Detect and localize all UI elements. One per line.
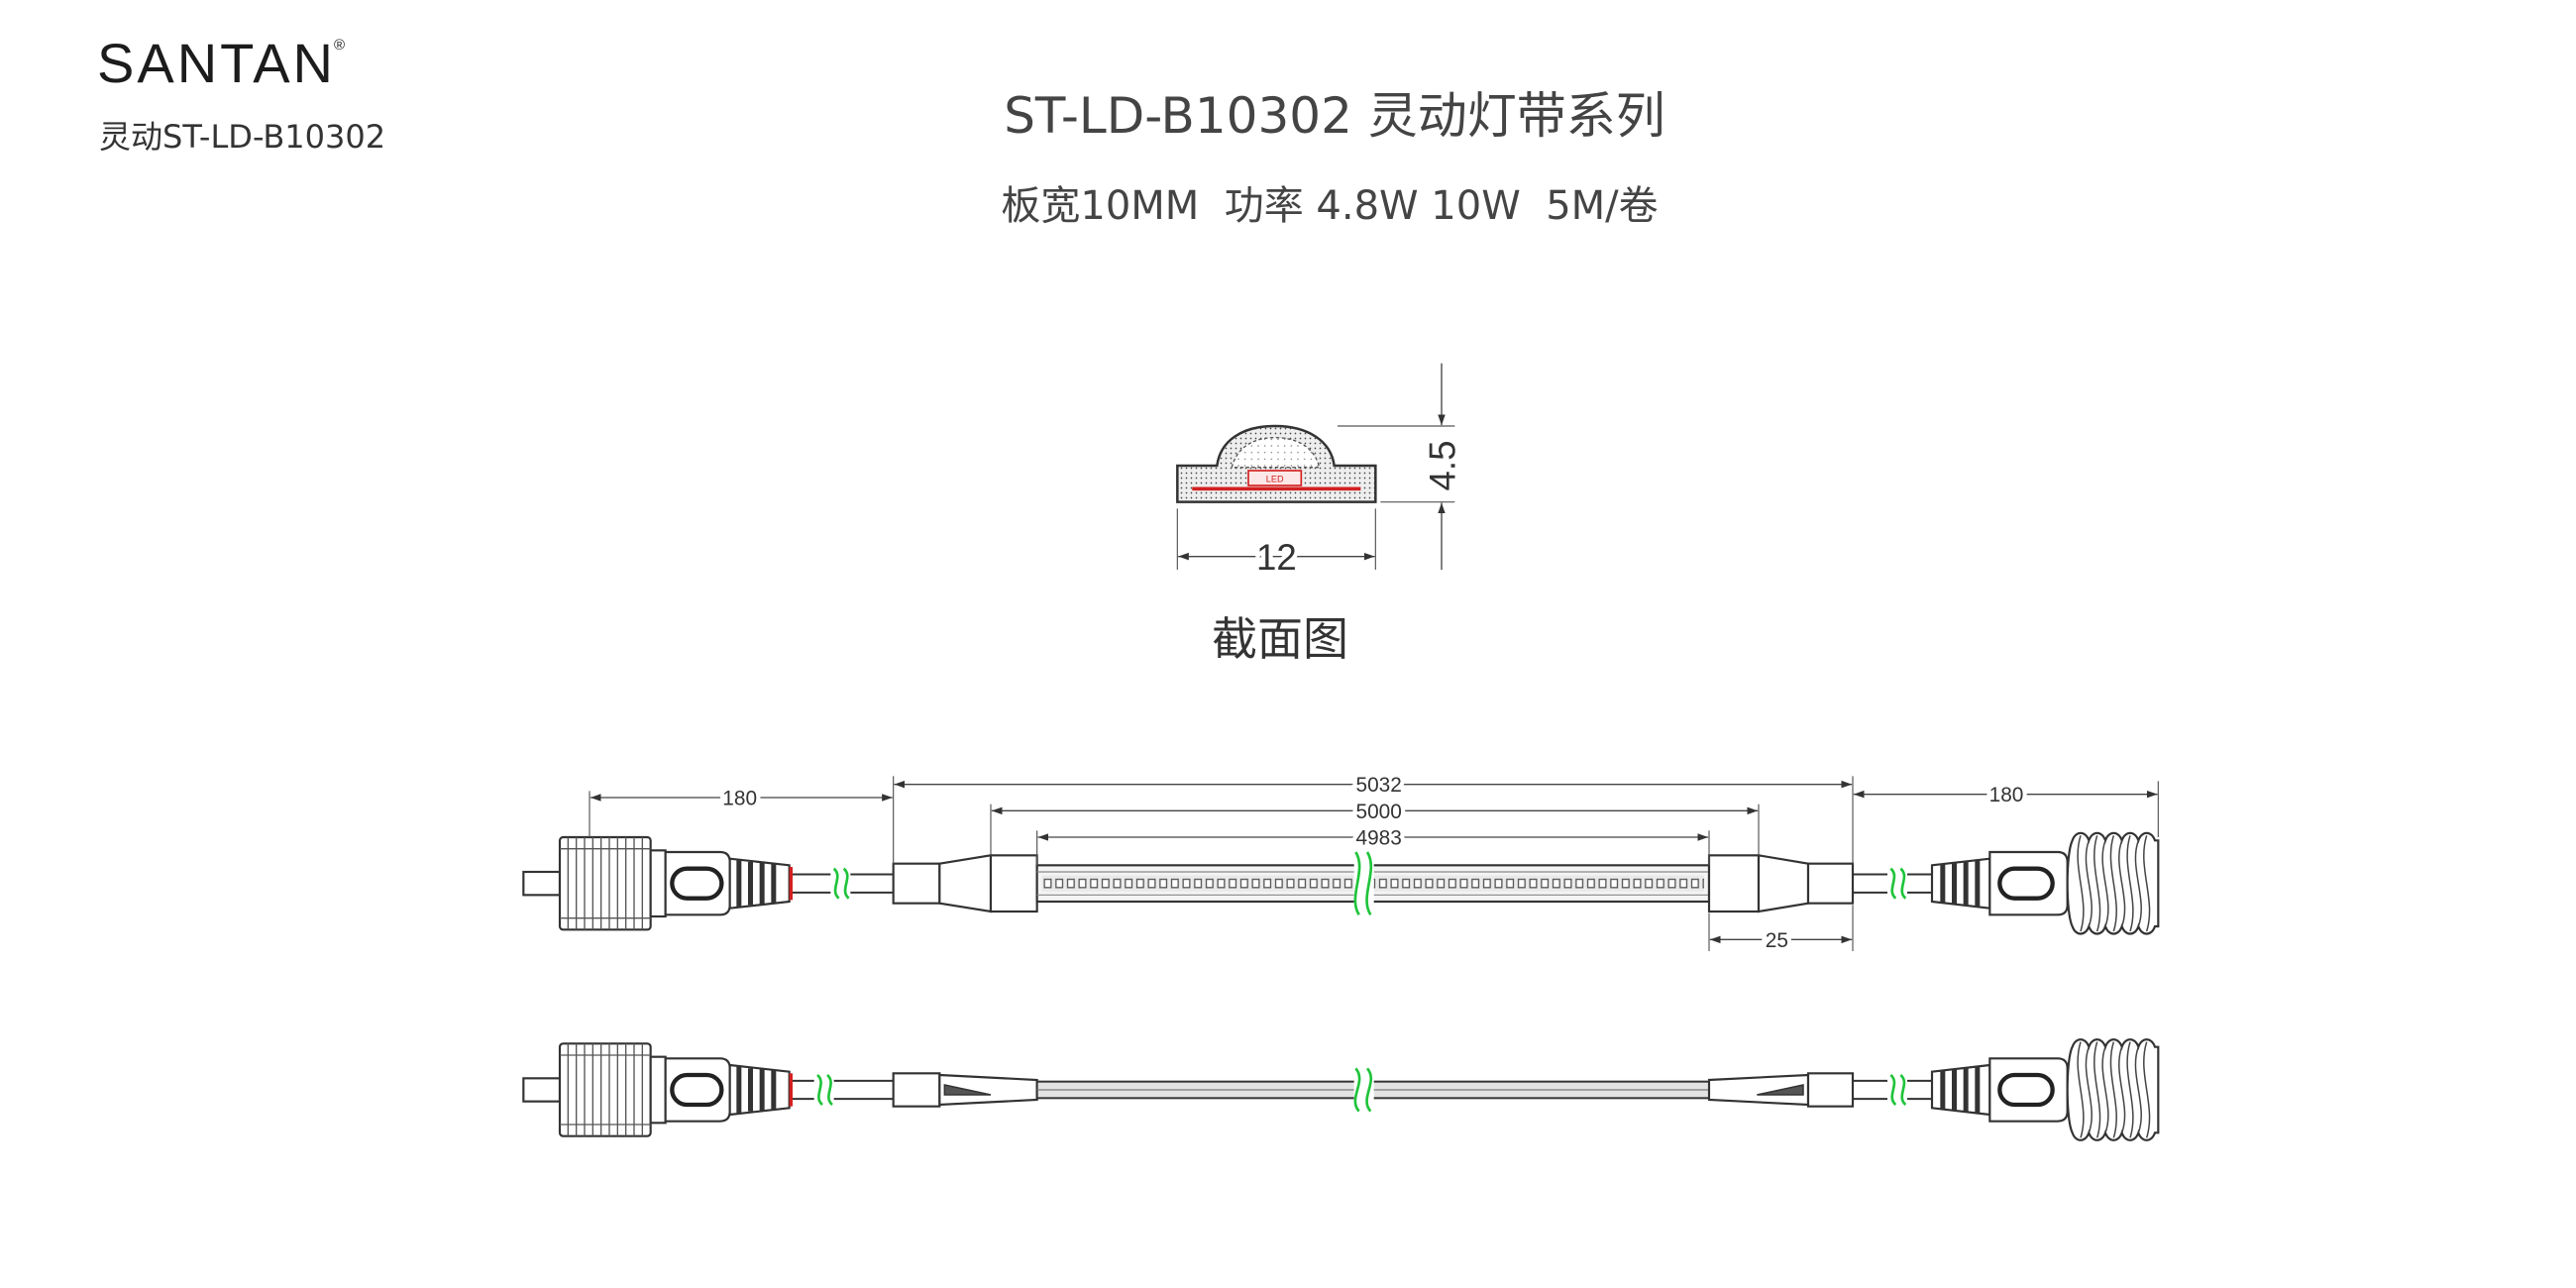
- cross-section-drawing: LED 12 4.5: [1176, 363, 1466, 582]
- left-cable-break-mark: [832, 867, 850, 900]
- lens-dome: [1231, 436, 1321, 469]
- height-dimension-label: 4.5: [1422, 441, 1462, 491]
- left-end-cap: [892, 1072, 941, 1108]
- left-cable-break-mark: [815, 1073, 834, 1107]
- left-end-taper: [938, 854, 993, 913]
- brand-logo: SANTAN®: [97, 36, 347, 91]
- dim-tube-label: 5000: [1355, 801, 1401, 823]
- left-connector: [523, 1043, 791, 1135]
- left-end-clip-wedge: [943, 1084, 992, 1096]
- brand-logo-text: SANTAN: [97, 32, 336, 94]
- left-end-sleeve: [989, 854, 1038, 913]
- registered-mark: ®: [334, 37, 346, 54]
- left-cable: [793, 1079, 894, 1101]
- right-end-clip-wedge: [1757, 1084, 1804, 1096]
- assembly-view-side: [523, 1039, 2158, 1140]
- dim-overall-label: 5032: [1355, 774, 1401, 797]
- right-connector: [1932, 833, 2158, 934]
- right-end-taper: [1757, 854, 1810, 913]
- right-cable-break-mark: [1889, 867, 1907, 900]
- strip-break-mark: [1353, 851, 1373, 916]
- right-end-sleeve: [1707, 854, 1761, 913]
- right-cable-break-mark: [1889, 1073, 1907, 1107]
- right-end-cap: [1806, 1072, 1855, 1108]
- dim-strip-label: 4983: [1355, 827, 1401, 850]
- left-connector: [523, 837, 791, 929]
- page-title: ST-LD-B10302 灵动灯带系列: [1004, 87, 1665, 145]
- right-connector: [1932, 1039, 2158, 1140]
- assembly-dimensions: 180 5032 5000 4983 180 25: [589, 770, 2159, 956]
- width-dimension-label: 12: [1256, 537, 1297, 578]
- assembly-view-top: [523, 833, 2158, 934]
- strip-break-mark: [1353, 1067, 1373, 1113]
- left-end-cap: [892, 862, 941, 905]
- model-name: 灵动ST-LD-B10302: [99, 118, 386, 156]
- left-end-clip: [938, 1073, 1038, 1107]
- led-chip-label: LED: [1266, 475, 1284, 484]
- cross-section-caption: 截面图: [1212, 612, 1348, 666]
- dim-right-label: 180: [1989, 784, 2024, 806]
- spec-line: 板宽10MM 功率 4.8W 10W 5M/卷: [1001, 183, 1659, 229]
- right-end-cap: [1806, 862, 1855, 905]
- dim-left-label: 180: [722, 788, 757, 810]
- led-chip: [1247, 470, 1303, 486]
- dim-end-label: 25: [1766, 929, 1788, 952]
